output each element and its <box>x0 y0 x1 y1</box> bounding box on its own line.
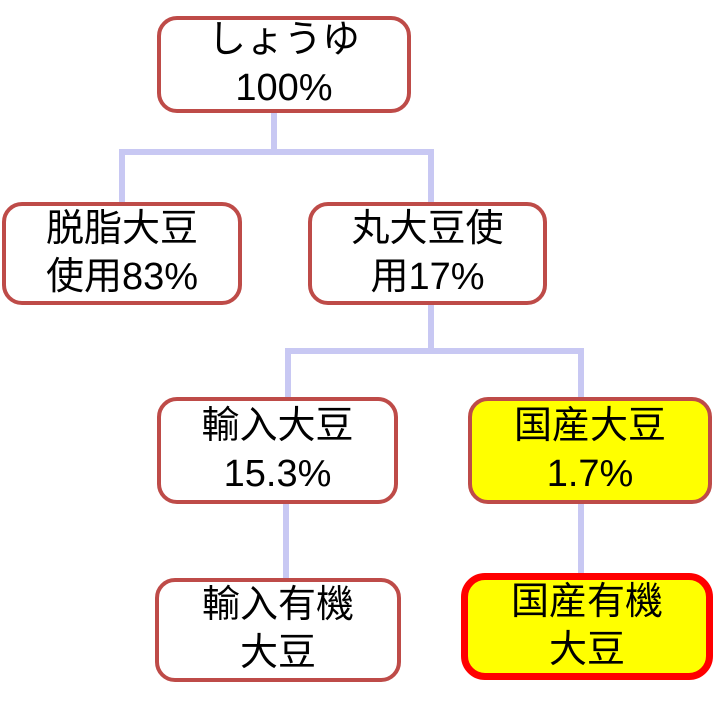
connector-level1-horizontal <box>119 149 434 155</box>
node-label-line: 丸大豆使 <box>351 207 504 250</box>
node-value-line: 15.3% <box>223 452 332 495</box>
node-label-line: 脱脂大豆 <box>45 207 198 250</box>
connector-imported-to-organic <box>283 503 289 579</box>
node-value-line: 使用83% <box>45 255 199 298</box>
connector-drop-domestic <box>578 348 584 398</box>
connector-whole-down <box>428 304 434 354</box>
node-value-line: 大豆 <box>239 632 316 674</box>
connector-level2-horizontal <box>285 348 584 354</box>
node-imported-soybean: 輸入大豆 15.3% <box>157 397 398 504</box>
node-value-line: 1.7% <box>546 452 634 495</box>
node-domestic-organic-soybean: 国産有機 大豆 <box>461 573 713 680</box>
connector-domestic-to-organic <box>578 503 584 574</box>
node-value-line: 100% <box>235 66 333 109</box>
node-label-line: しょうゆ <box>207 18 360 61</box>
node-value-line: 用17% <box>370 255 485 298</box>
node-imported-organic-soybean: 輸入有機 大豆 <box>155 578 401 682</box>
node-domestic-soybean: 国産大豆 1.7% <box>468 397 712 504</box>
node-value-line: 大豆 <box>548 628 625 671</box>
node-label-line: 輸入大豆 <box>201 404 354 447</box>
node-label-line: 国産有機 <box>510 580 663 623</box>
connector-drop-imported <box>285 348 291 398</box>
connector-drop-whole <box>428 149 434 203</box>
connector-drop-defatted <box>119 149 125 203</box>
node-label-line: 輸入有機 <box>201 584 354 627</box>
node-shoyu-root: しょうゆ 100% <box>157 16 411 113</box>
connector-root-down <box>271 112 277 154</box>
node-defatted-soybean: 脱脂大豆 使用83% <box>2 202 242 305</box>
node-label-line: 国産大豆 <box>513 404 666 447</box>
node-whole-soybean: 丸大豆使 用17% <box>308 202 547 305</box>
